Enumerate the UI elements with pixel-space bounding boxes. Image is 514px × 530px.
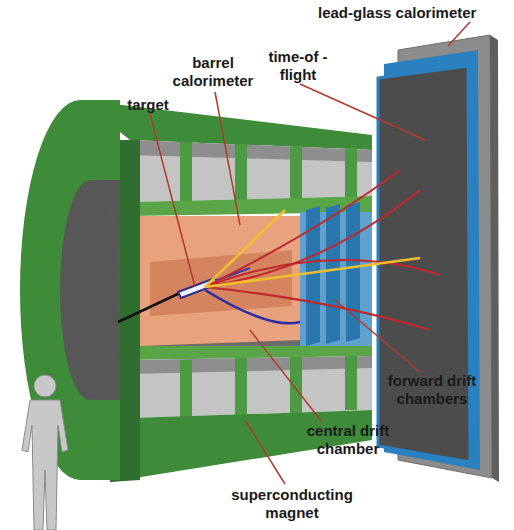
part-label: time-of -flight xyxy=(266,48,330,84)
coil-top-shade xyxy=(130,140,372,162)
track xyxy=(205,190,420,287)
part-label: target xyxy=(118,96,178,114)
lead-glass-edge xyxy=(490,35,499,482)
coil-rib xyxy=(180,360,192,418)
leader-lines xyxy=(150,22,470,484)
coil-rib xyxy=(235,144,247,202)
beam-line xyxy=(118,292,182,322)
coil-bottom xyxy=(130,356,372,418)
coil-rib xyxy=(345,148,357,198)
coil-top xyxy=(130,140,372,202)
coil-rib xyxy=(290,146,302,200)
track xyxy=(205,290,300,323)
coil-rib xyxy=(290,357,302,413)
leader-line xyxy=(250,330,322,422)
photon-track xyxy=(205,258,420,287)
leader-line xyxy=(150,114,195,287)
magnet-hole xyxy=(90,180,120,400)
part-label: lead-glass calorimeter xyxy=(318,4,514,22)
coil-rib xyxy=(235,358,247,416)
person-silhouette xyxy=(22,375,68,530)
part-label: central drift chamber xyxy=(290,422,406,458)
leader-line xyxy=(245,420,285,484)
central-drift-chamber xyxy=(150,250,292,316)
leader-line xyxy=(448,22,470,46)
leader-line xyxy=(335,300,420,372)
track xyxy=(205,170,400,287)
magnet-hole xyxy=(60,180,120,400)
fdc-panel xyxy=(326,204,340,344)
coil-rib xyxy=(345,356,357,410)
fdc-panel xyxy=(346,202,360,342)
coil-rib xyxy=(180,142,192,202)
part-label: barrel calorimeter xyxy=(165,54,261,90)
person-head xyxy=(34,375,56,397)
fdc-panel xyxy=(306,206,320,346)
track xyxy=(205,287,430,330)
coil-bottom-shade xyxy=(130,356,372,374)
person-body xyxy=(22,400,68,530)
leader-line xyxy=(215,92,240,225)
part-label: superconducting magnet xyxy=(222,486,362,522)
leader-line xyxy=(300,84,425,140)
photon-track xyxy=(205,210,285,287)
part-label: forward drift chambers xyxy=(372,372,492,408)
